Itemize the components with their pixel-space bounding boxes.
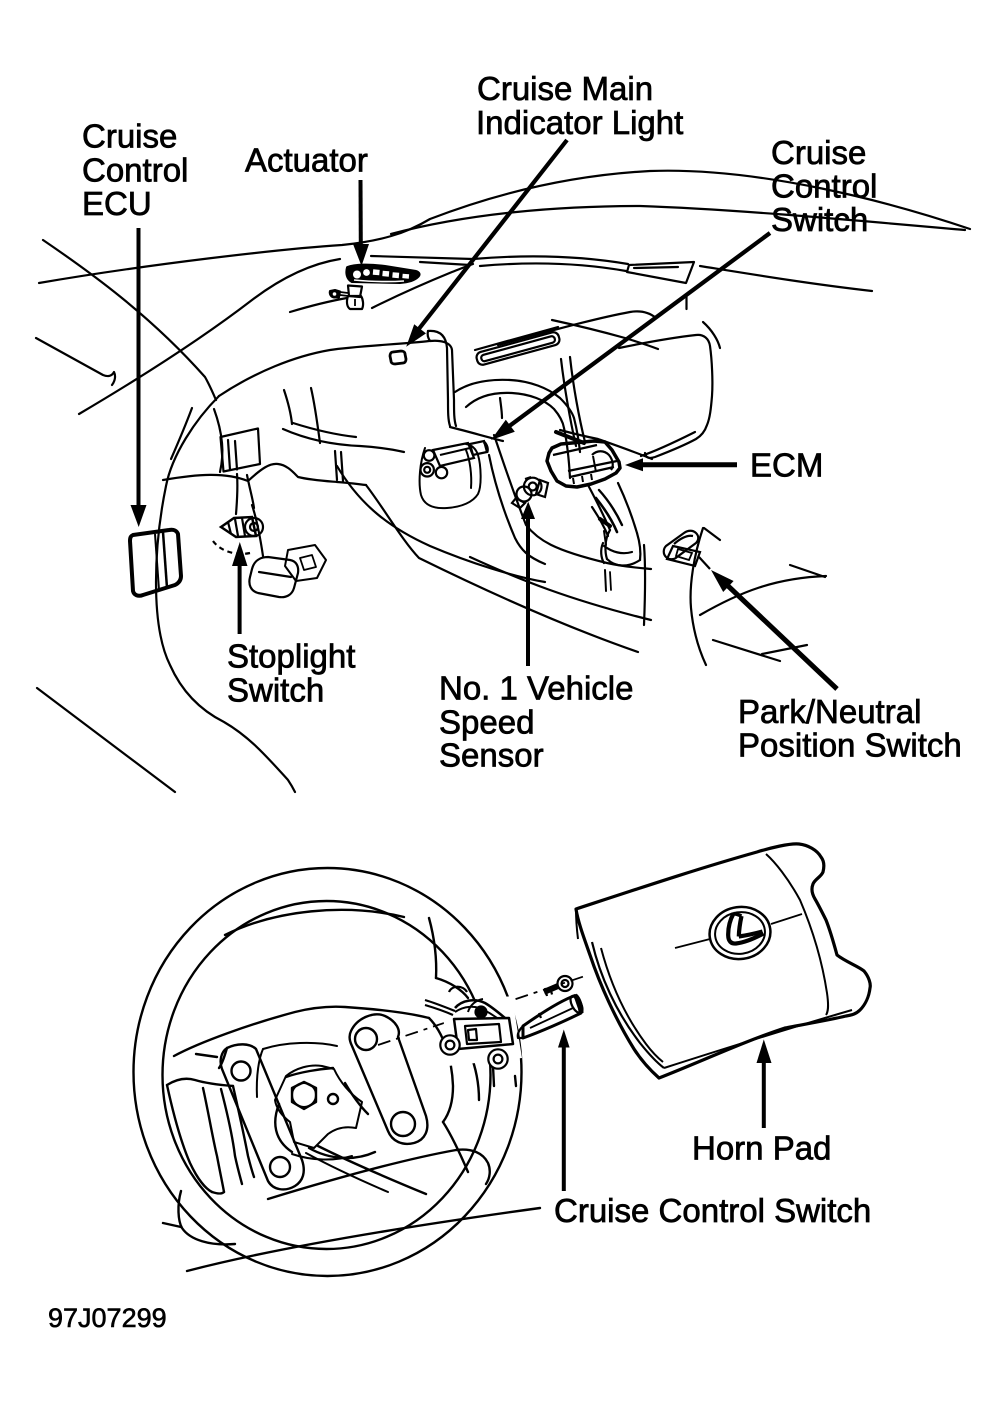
svg-text:Indicator Light: Indicator Light bbox=[476, 104, 683, 141]
svg-text:No. 1 Vehicle: No. 1 Vehicle bbox=[439, 670, 633, 707]
svg-text:ECU: ECU bbox=[82, 185, 152, 222]
svg-text:Park/Neutral: Park/Neutral bbox=[738, 693, 921, 730]
svg-text:Actuator: Actuator bbox=[245, 142, 368, 179]
svg-text:Control: Control bbox=[771, 168, 877, 205]
svg-text:97J07299: 97J07299 bbox=[48, 1303, 167, 1333]
svg-text:Horn Pad: Horn Pad bbox=[692, 1130, 831, 1167]
svg-text:ECM: ECM bbox=[750, 447, 823, 484]
svg-text:Cruise Control Switch: Cruise Control Switch bbox=[554, 1192, 871, 1229]
svg-text:Cruise: Cruise bbox=[771, 134, 866, 171]
svg-text:Stoplight: Stoplight bbox=[227, 638, 355, 675]
svg-text:Control: Control bbox=[82, 152, 188, 189]
svg-text:Position Switch: Position Switch bbox=[738, 727, 962, 764]
svg-text:Sensor: Sensor bbox=[439, 737, 544, 774]
svg-text:Cruise Main: Cruise Main bbox=[477, 70, 653, 107]
svg-text:Switch: Switch bbox=[227, 672, 324, 709]
svg-text:Speed: Speed bbox=[439, 704, 534, 741]
svg-text:Cruise: Cruise bbox=[82, 118, 177, 155]
